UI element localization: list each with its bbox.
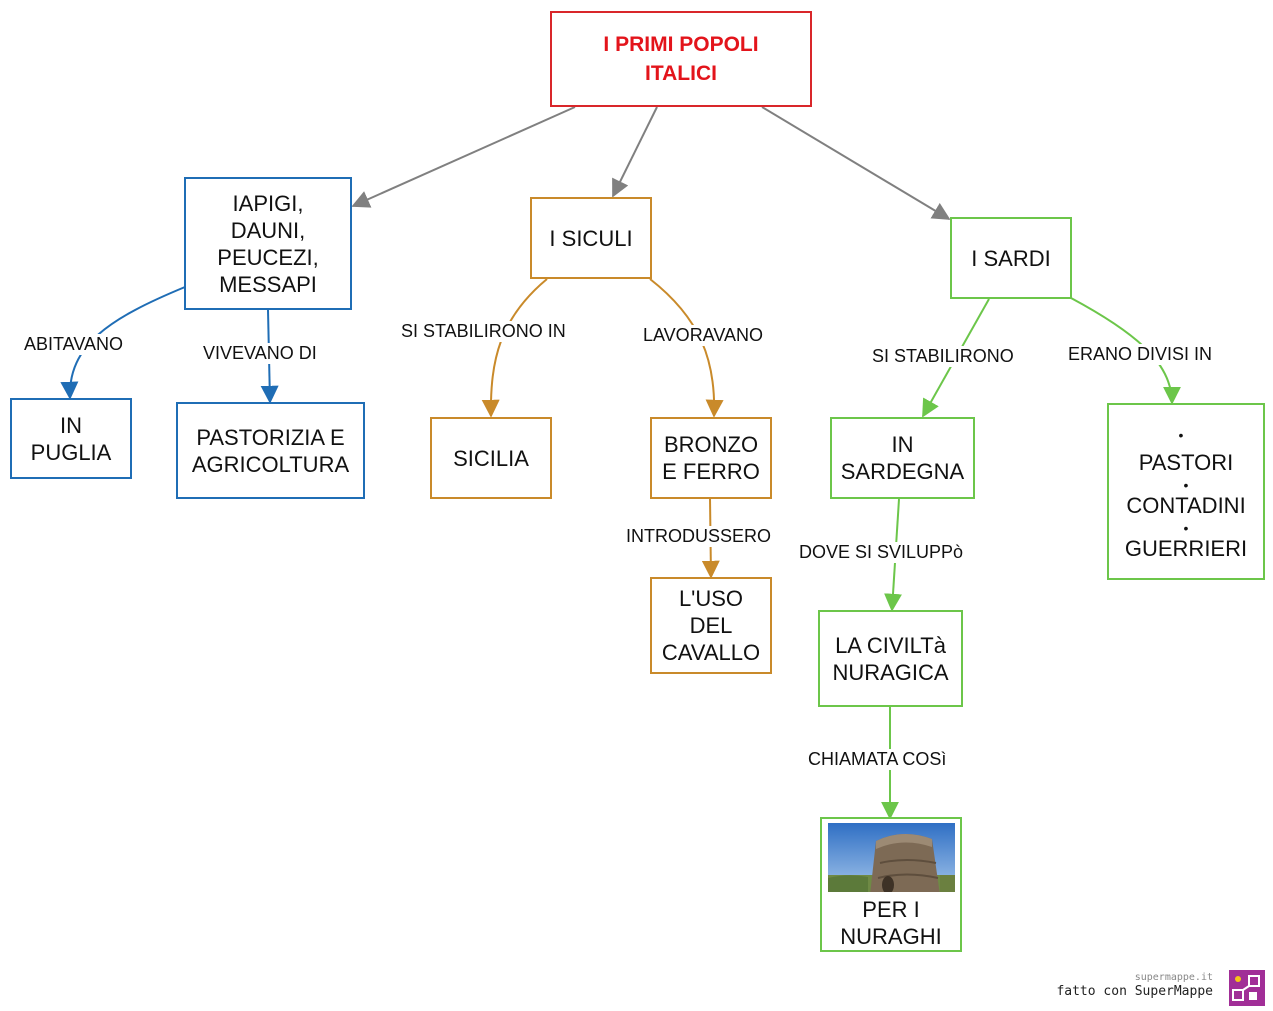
node-bronzo[interactable]: BRONZO E FERRO <box>650 417 772 499</box>
edge-siculi-bronzo <box>649 278 724 418</box>
node-iapigi[interactable]: IAPIGI, DAUNI, PEUCEZI, MESSAPI <box>184 177 352 310</box>
nuraghe-image <box>827 823 955 892</box>
list-item: •PASTORI <box>1139 422 1234 476</box>
title-line-2: ITALICI <box>645 62 717 85</box>
label-dove-si-sviluppo: DOVE SI SVILUPPò <box>797 542 966 563</box>
node-bronzo-line: E FERRO <box>662 459 760 484</box>
node-nuraghi-line: NURAGHI <box>840 924 942 949</box>
node-iapigi-line: PEUCEZI, <box>217 244 319 270</box>
footer-site: supermappe.it <box>1134 972 1213 983</box>
node-pastorizia[interactable]: PASTORIZIA E AGRICOLTURA <box>176 402 365 499</box>
label-si-stabilirono: SI STABILIRONO <box>870 346 1016 367</box>
node-puglia[interactable]: IN PUGLIA <box>10 398 132 479</box>
node-iapigi-line: DAUNI, <box>230 217 306 243</box>
label-erano-divisi-in: ERANO DIVISI IN <box>1066 344 1215 365</box>
edge-siculi-sicilia <box>481 278 548 418</box>
node-iapigi-line: MESSAPI <box>219 271 317 297</box>
edge-title-iapigi <box>351 106 576 208</box>
node-divisi-list[interactable]: •PASTORI • CONTADINI • GUERRIERI <box>1107 403 1265 580</box>
list-item: GUERRIERI <box>1124 535 1248 561</box>
node-civilta-line: NURAGICA <box>832 659 949 685</box>
node-civilta[interactable]: LA CIVILTà NURAGICA <box>818 610 963 707</box>
supermappe-footer: supermappe.it fatto con SuperMappe <box>1056 970 1265 1006</box>
title-line-1: I PRIMI POPOLI <box>603 33 759 56</box>
label-vivevano-di: VIVEVANO DI <box>201 343 319 364</box>
node-cavallo-line: DEL <box>689 613 733 638</box>
node-sardi[interactable]: I SARDI <box>950 217 1072 299</box>
bullet-icon: • <box>1183 476 1189 493</box>
label-chiamata-cosi: CHIAMATA COSì <box>806 749 949 770</box>
list-item: CONTADINI <box>1126 492 1246 518</box>
node-pastorizia-line: PASTORIZIA E <box>196 424 345 450</box>
node-bronzo-line: BRONZO <box>663 432 759 457</box>
edge-title-sardi <box>761 106 951 220</box>
node-sicilia-label: SICILIA <box>453 445 529 471</box>
supermappe-logo-icon[interactable] <box>1229 970 1265 1006</box>
node-nuraghi-line: PER I <box>862 897 920 922</box>
edge-title-siculi <box>612 106 658 198</box>
node-sardegna-line: SARDEGNA <box>840 459 965 484</box>
node-sardegna[interactable]: IN SARDEGNA <box>830 417 975 499</box>
node-puglia-line: IN <box>60 412 82 438</box>
node-sicilia[interactable]: SICILIA <box>430 417 552 499</box>
label-si-stabilirono-in: SI STABILIRONO IN <box>399 321 568 342</box>
node-cavallo-line: L'USO <box>678 586 744 611</box>
node-sardegna-line: IN <box>891 432 914 457</box>
label-abitavano: ABITAVANO <box>22 334 126 355</box>
label-lavoravano: LAVORAVANO <box>641 325 766 346</box>
node-cavallo[interactable]: L'USO DEL CAVALLO <box>650 577 772 674</box>
bullet-icon: • <box>1183 519 1189 536</box>
node-siculi[interactable]: I SICULI <box>530 197 652 279</box>
footer-brand: fatto con SuperMappe <box>1056 984 1213 999</box>
bullet-icon: • <box>1178 426 1184 443</box>
node-pastorizia-line: AGRICOLTURA <box>191 451 350 477</box>
node-civilta-line: LA CIVILTà <box>835 632 946 658</box>
node-nuraghi[interactable]: PER I NURAGHI <box>820 817 962 952</box>
node-puglia-line: PUGLIA <box>30 439 112 465</box>
node-sardi-label: I SARDI <box>971 245 1051 271</box>
title-node[interactable]: I PRIMI POPOLI ITALICI <box>550 11 812 107</box>
node-siculi-label: I SICULI <box>549 225 633 251</box>
node-iapigi-line: IAPIGI, <box>232 190 304 216</box>
label-introdussero: INTRODUSSERO <box>624 526 774 547</box>
node-cavallo-line: CAVALLO <box>661 640 761 665</box>
nuraghe-photo <box>827 823 955 892</box>
